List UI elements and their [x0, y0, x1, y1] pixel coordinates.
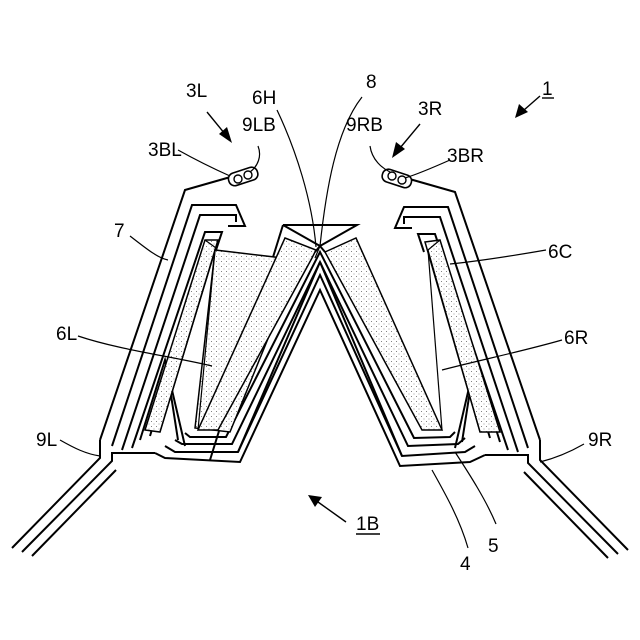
label-4: 4	[460, 554, 471, 575]
left-lead-wire	[12, 440, 155, 556]
arrow-1	[515, 96, 540, 118]
label-6L: 6L	[56, 324, 77, 345]
leader-lines	[60, 97, 584, 548]
label-6R: 6R	[564, 328, 588, 349]
cable-head-3BL	[227, 166, 260, 188]
label-3BR: 3BR	[447, 146, 484, 167]
label-9R: 9R	[588, 430, 612, 451]
label-9L: 9L	[36, 430, 57, 451]
label-6C: 6C	[548, 242, 572, 263]
label-3R: 3R	[418, 99, 442, 120]
label-8: 8	[366, 72, 377, 93]
label-3BL: 3BL	[148, 140, 182, 161]
right-lead-wire	[485, 440, 628, 558]
label-6H: 6H	[252, 88, 276, 109]
arrow-3R	[392, 124, 420, 158]
label-9LB: 9LB	[242, 115, 276, 136]
label-1B: 1B	[356, 514, 379, 535]
conductor-6R-outer	[425, 240, 500, 432]
label-5: 5	[488, 536, 499, 557]
label-7: 7	[114, 221, 125, 242]
cable-head-3BR	[381, 168, 414, 190]
arrow-1B	[308, 495, 346, 522]
conductor-6R-inner	[325, 238, 442, 430]
label-3L: 3L	[186, 81, 207, 102]
label-1: 1	[542, 79, 553, 100]
label-9RB: 9RB	[346, 115, 383, 136]
arrow-3L	[207, 112, 232, 143]
